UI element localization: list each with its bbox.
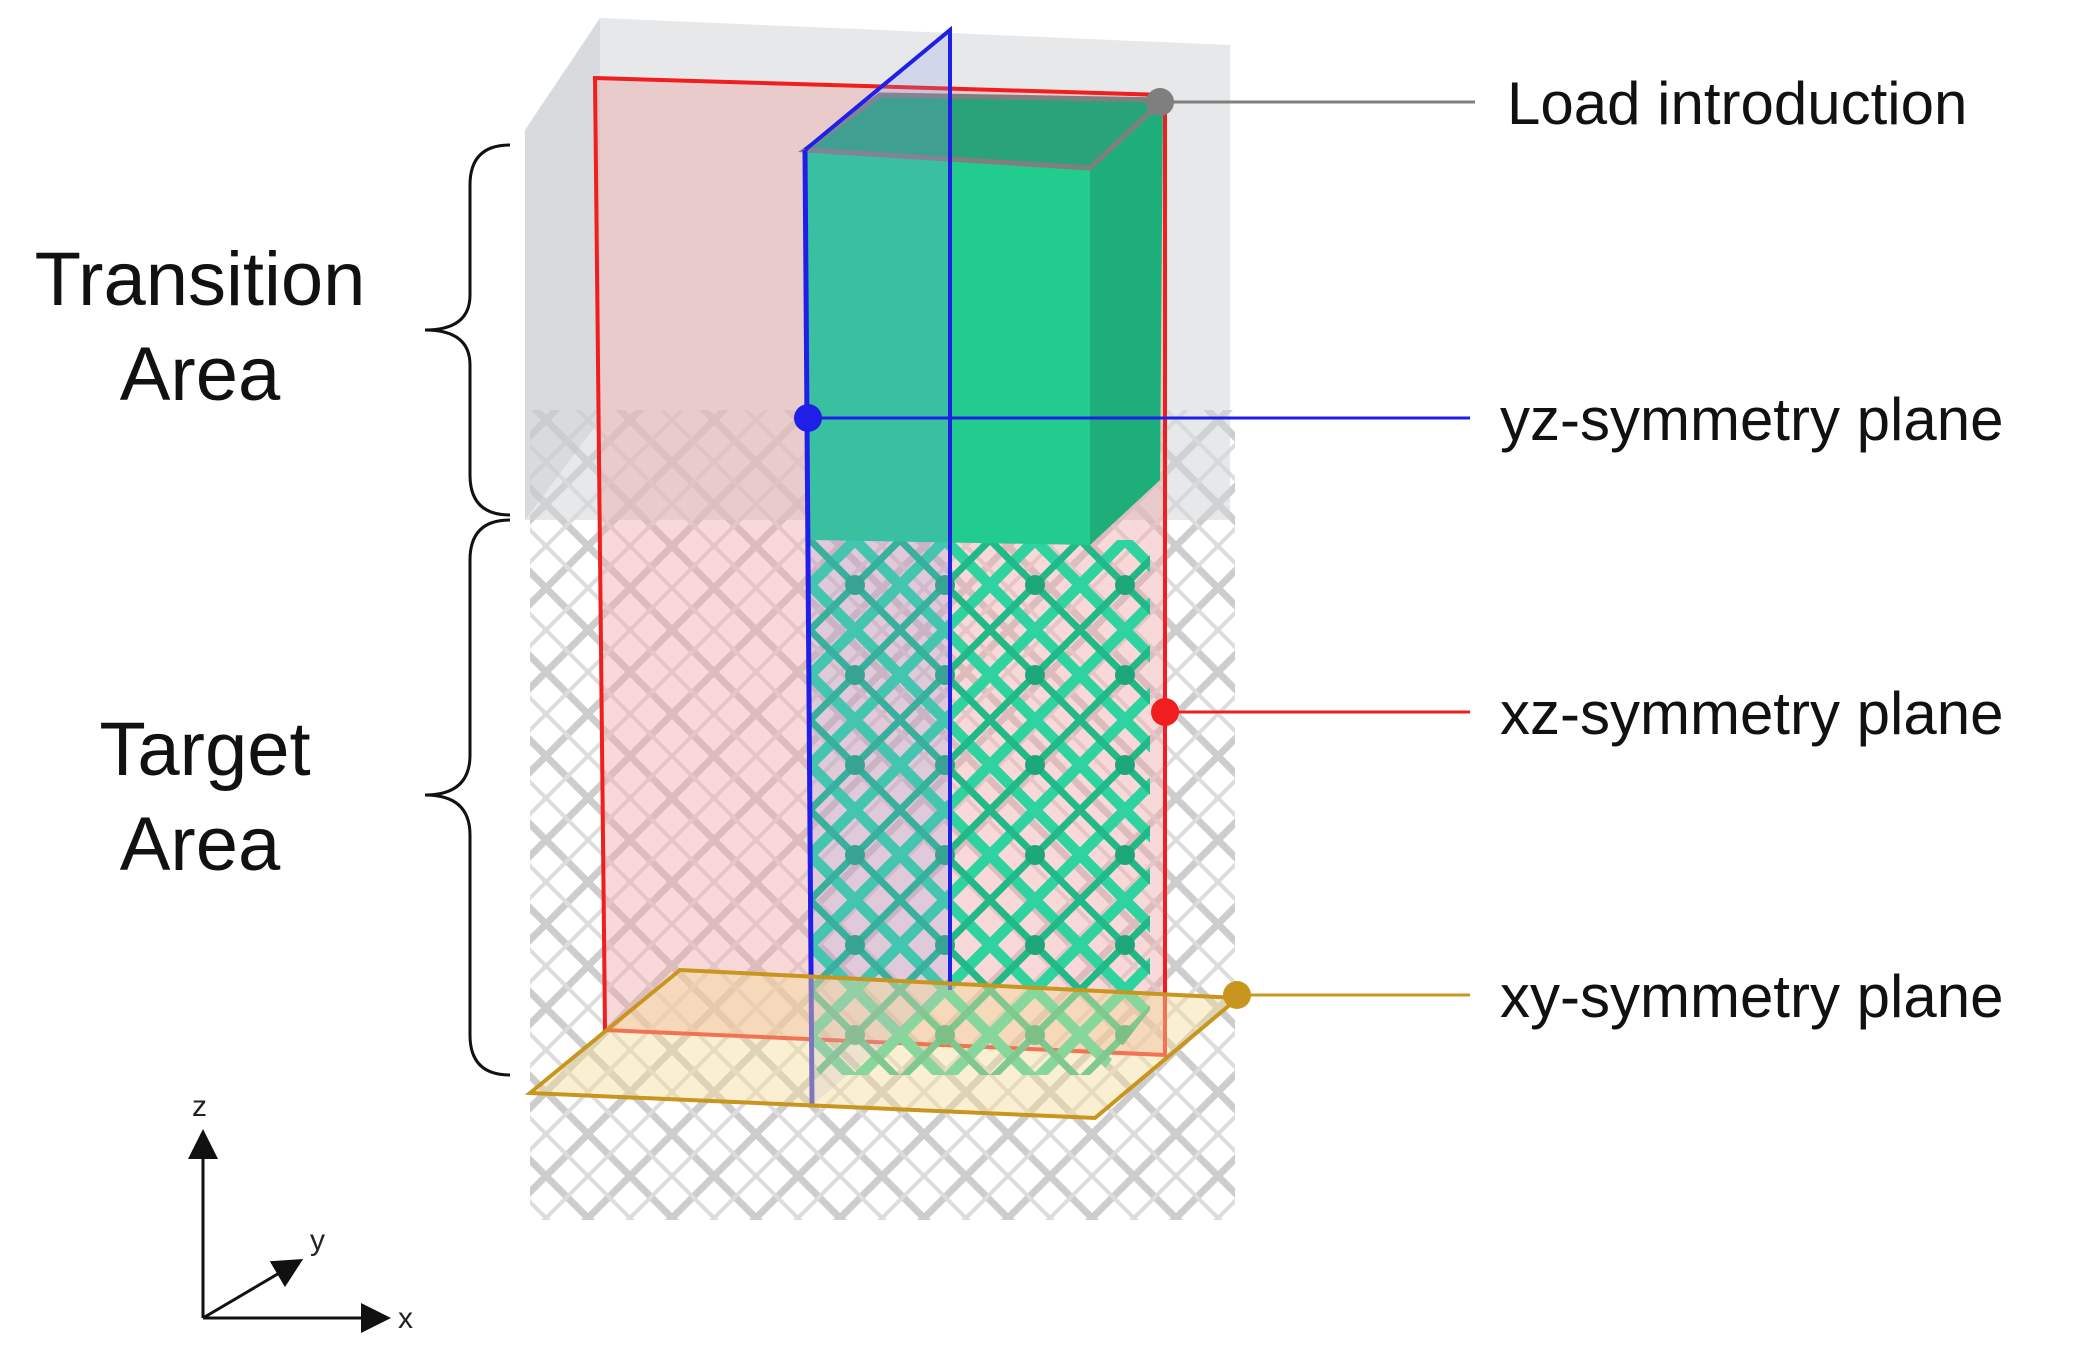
yz-label: yz-symmetry plane xyxy=(1500,386,2003,453)
xy-label: xy-symmetry plane xyxy=(1500,963,2003,1030)
yz-callout: yz-symmetry plane xyxy=(794,386,2003,453)
load-callout: Load introduction xyxy=(1146,70,1967,137)
xz-marker xyxy=(1151,698,1179,726)
xy-marker xyxy=(1223,981,1251,1009)
load-label: Load introduction xyxy=(1507,70,1967,137)
z-axis-label: z xyxy=(192,1090,207,1123)
quarter-lattice xyxy=(810,540,1150,1075)
target-area-label-line1: Target xyxy=(99,707,310,792)
yz-symmetry-plane xyxy=(802,25,952,1106)
load-marker xyxy=(1146,88,1174,116)
xz-label: xz-symmetry plane xyxy=(1500,680,2003,747)
xy-callout: xy-symmetry plane xyxy=(1223,963,2003,1030)
load-block xyxy=(797,92,1170,545)
xz-callout: xz-symmetry plane xyxy=(1151,680,2003,747)
yz-marker xyxy=(794,404,822,432)
transition-area-label-line1: Transition xyxy=(35,237,366,322)
y-axis-label: y xyxy=(310,1224,325,1257)
transition-area-label-line2: Area xyxy=(120,332,281,417)
target-area-label-line2: Area xyxy=(120,802,281,887)
target-brace xyxy=(424,518,511,1077)
transition-brace xyxy=(424,143,511,517)
x-axis-label: x xyxy=(398,1302,413,1335)
coordinate-axes: z y x xyxy=(188,1090,413,1335)
